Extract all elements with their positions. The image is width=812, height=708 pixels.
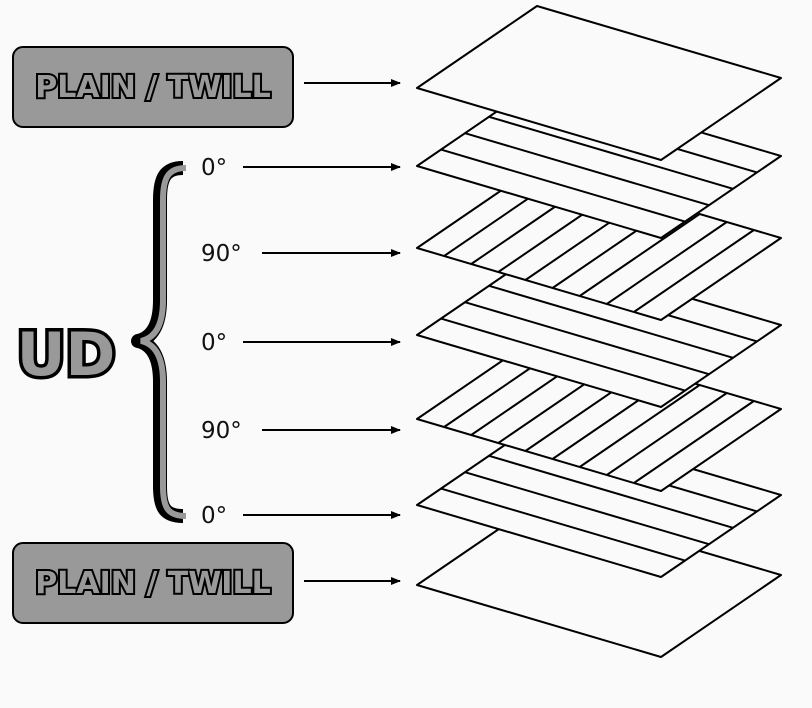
layers [416,5,782,658]
fiber-strip-line [440,487,686,562]
top-label-text: PLAIN / TWILL [35,70,270,105]
top-fabric-label: PLAIN / TWILL [12,46,294,128]
fiber-strip-line [579,384,701,468]
angle-label: 0° [201,503,227,529]
fiber-strip-line [440,148,686,223]
ud-label: UD [17,320,116,390]
curly-brace-icon [131,161,187,523]
angle-labels: 0° 90° 0° 90° 0° [201,155,401,529]
fiber-strip-line [633,400,755,484]
bottom-fabric-label: PLAIN / TWILL [12,542,294,624]
fiber-strip-line [606,221,728,305]
layer-fabric [416,5,782,161]
fiber-strip-line [440,317,686,392]
fiber-strip-line [464,471,710,546]
angle-label: 0° [201,330,227,356]
layer-fabric [416,502,782,658]
angle-label: 90° [201,418,242,444]
fiber-strip-line [464,301,710,376]
angle-label: 90° [201,241,242,267]
fiber-strip-line [606,392,728,476]
layer-ud-90 [416,336,782,492]
fiber-strip-line [633,229,755,313]
fiber-strip-line [464,132,710,207]
fiber-strip-line [488,284,734,359]
fiber-strip-line [488,115,734,190]
fiber-strip-line [488,454,734,529]
angle-label: 0° [201,155,227,181]
bottom-label-text: PLAIN / TWILL [35,566,270,601]
fiber-strip-line [579,213,701,297]
